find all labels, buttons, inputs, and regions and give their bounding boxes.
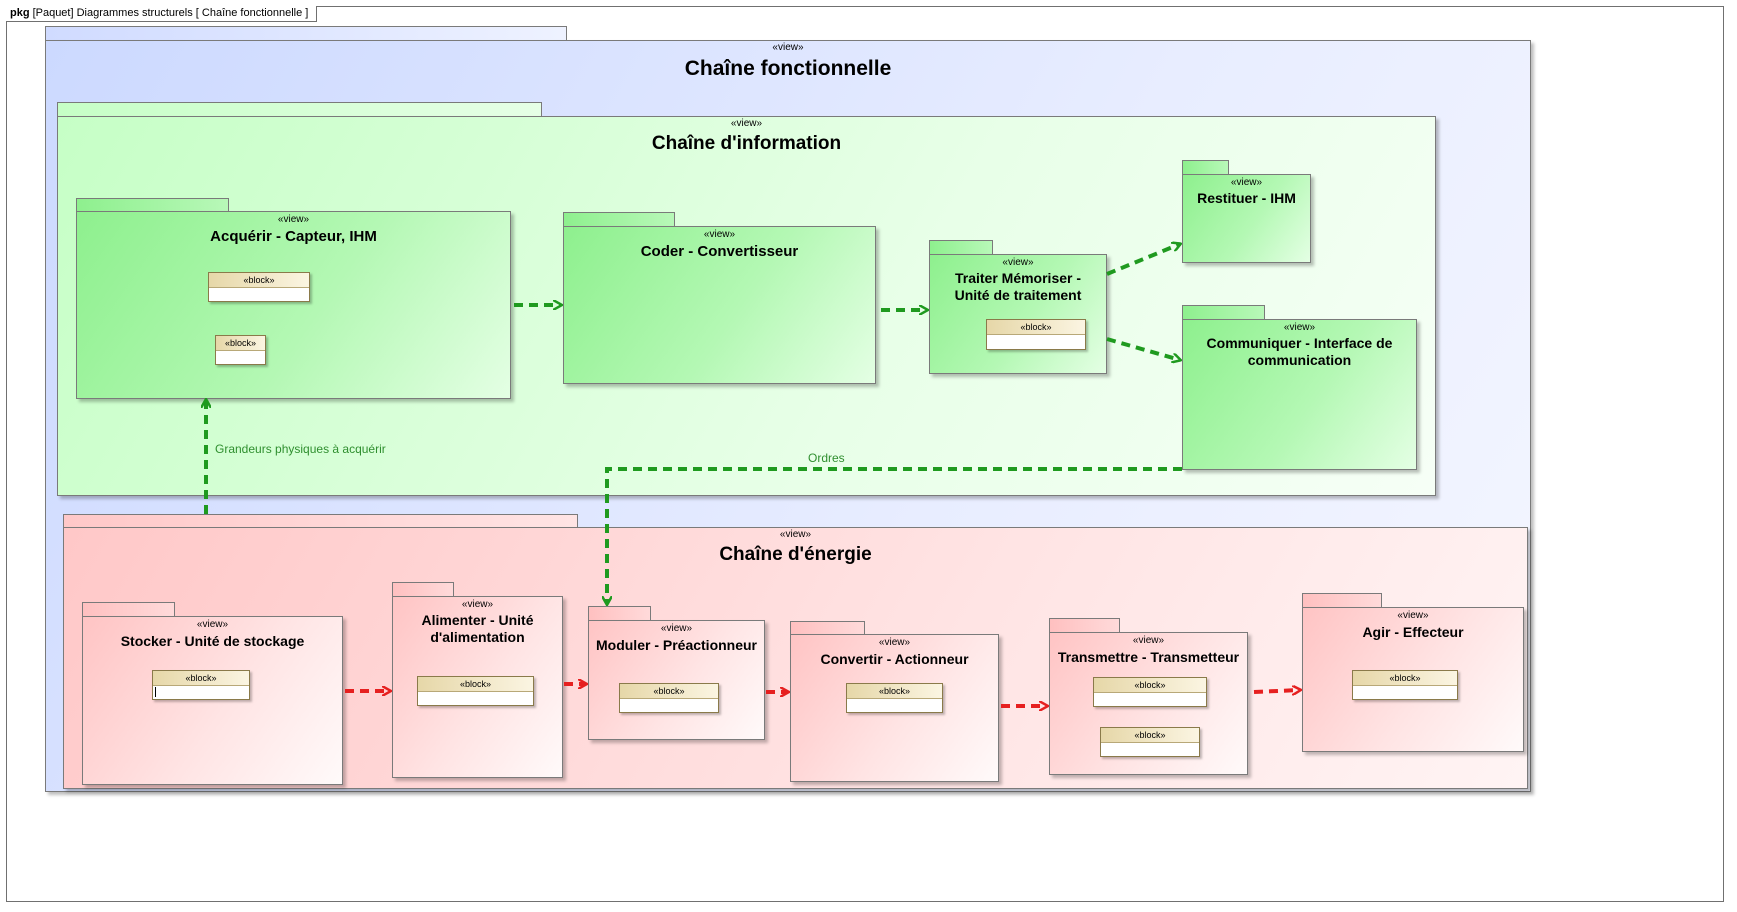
block-alimenter[interactable]: «block» bbox=[417, 676, 534, 706]
pkg-transmettre-tab bbox=[1049, 618, 1120, 632]
block-stereotype: «block» bbox=[1101, 728, 1199, 743]
stereotype-view: «view» bbox=[660, 623, 693, 634]
stereotype-view: «view» bbox=[461, 599, 494, 610]
block-agir[interactable]: «block» bbox=[1352, 670, 1458, 700]
label-ordres: Ordres bbox=[808, 451, 845, 465]
pkg-information-title: Chaîne d'information bbox=[651, 133, 842, 154]
block-stereotype: «block» bbox=[209, 273, 309, 288]
diagram-frame-header: pkg[Paquet] Diagrammes structurels [ Cha… bbox=[6, 6, 318, 22]
pkg-communiquer-title: Communiquer - Interface de communication bbox=[1206, 335, 1393, 368]
block-transmettre-1[interactable]: «block» bbox=[1093, 677, 1207, 707]
stereotype-view: «view» bbox=[730, 118, 763, 129]
pkg-coder-tab bbox=[563, 212, 675, 226]
pkg-communiquer-tab bbox=[1182, 305, 1265, 319]
block-acquerir-1[interactable]: «block» bbox=[208, 272, 310, 302]
block-acquerir-2[interactable]: «block» bbox=[215, 335, 266, 365]
stereotype-view: «view» bbox=[277, 214, 310, 225]
stereotype-view: «view» bbox=[1397, 610, 1429, 621]
pkg-coder-title: Coder - Convertisseur bbox=[640, 243, 799, 260]
pkg-restituer[interactable]: «view» Restituer - IHM bbox=[1182, 174, 1311, 263]
stereotype-view: «view» bbox=[779, 529, 812, 540]
link-traiter-communiquer bbox=[1106, 337, 1180, 360]
pkg-acquerir-tab bbox=[76, 198, 229, 212]
block-stereotype: «block» bbox=[987, 320, 1085, 335]
stereotype-view: «view» bbox=[703, 229, 736, 240]
link-transmettre-agir bbox=[1253, 690, 1300, 692]
label-grandeurs-physiques: Grandeurs physiques à acquérir bbox=[215, 442, 386, 456]
frame-keyword: pkg bbox=[10, 7, 30, 19]
block-stereotype: «block» bbox=[620, 684, 718, 699]
frame-title: [Paquet] Diagrammes structurels [ Chaîne… bbox=[32, 7, 309, 19]
pkg-moduler-tab bbox=[588, 606, 651, 620]
link-traiter-restituer bbox=[1106, 244, 1180, 276]
block-stereotype: «block» bbox=[153, 671, 249, 686]
pkg-stocker-title: Stocker - Unité de stockage bbox=[120, 633, 305, 649]
pkg-fonctionnelle-title: Chaîne fonctionnelle bbox=[684, 57, 892, 80]
block-convertir[interactable]: «block» bbox=[846, 683, 943, 713]
stereotype-view: «view» bbox=[1283, 322, 1316, 333]
stereotype-view: «view» bbox=[1132, 635, 1165, 646]
pkg-agir-tab bbox=[1302, 593, 1382, 607]
pkg-information-tab bbox=[57, 102, 542, 116]
pkg-coder[interactable]: «view» Coder - Convertisseur bbox=[563, 226, 876, 384]
block-moduler[interactable]: «block» bbox=[619, 683, 719, 713]
pkg-agir-title: Agir - Effecteur bbox=[1362, 624, 1464, 640]
pkg-energie-title: Chaîne d'énergie bbox=[719, 544, 872, 565]
block-stereotype: «block» bbox=[216, 336, 265, 351]
stereotype-view: «view» bbox=[196, 619, 229, 630]
stereotype-view: «view» bbox=[772, 42, 804, 53]
pkg-acquerir[interactable]: «view» Acquérir - Capteur, IHM bbox=[76, 211, 511, 399]
block-stereotype: «block» bbox=[847, 684, 942, 699]
block-stocker[interactable]: «block» bbox=[152, 670, 250, 700]
pkg-stocker[interactable]: «view» Stocker - Unité de stockage bbox=[82, 616, 343, 785]
pkg-moduler[interactable]: «view» Moduler - Préactionneur bbox=[588, 620, 765, 740]
pkg-convertir-title: Convertir - Actionneur bbox=[820, 651, 969, 667]
pkg-alimenter-tab bbox=[392, 582, 454, 596]
stereotype-view: «view» bbox=[1002, 257, 1034, 268]
pkg-traiter-title: Traiter Mémoriser - Unité de traitement bbox=[954, 270, 1082, 303]
pkg-moduler-title: Moduler - Préactionneur bbox=[595, 637, 758, 653]
pkg-fonctionnelle-tab bbox=[45, 26, 567, 40]
block-transmettre-2[interactable]: «block» bbox=[1100, 727, 1200, 757]
link-ordres bbox=[607, 467, 1182, 604]
stereotype-view: «view» bbox=[878, 637, 911, 648]
pkg-restituer-tab bbox=[1182, 160, 1229, 174]
block-stereotype: «block» bbox=[418, 677, 533, 692]
pkg-transmettre-title: Transmettre - Transmetteur bbox=[1057, 649, 1240, 665]
pkg-traiter[interactable]: «view» Traiter Mémoriser - Unité de trai… bbox=[929, 254, 1107, 374]
text-cursor bbox=[155, 687, 156, 697]
block-traiter[interactable]: «block» bbox=[986, 319, 1086, 350]
pkg-stocker-tab bbox=[82, 602, 175, 616]
pkg-convertir-tab bbox=[790, 621, 865, 635]
pkg-communiquer[interactable]: «view» Communiquer - Interface de commun… bbox=[1182, 319, 1417, 470]
pkg-restituer-title: Restituer - IHM bbox=[1197, 190, 1296, 206]
block-stereotype: «block» bbox=[1094, 678, 1206, 693]
stereotype-view: «view» bbox=[1230, 177, 1263, 188]
block-stereotype: «block» bbox=[1353, 671, 1457, 686]
pkg-acquerir-title: Acquérir - Capteur, IHM bbox=[210, 228, 377, 245]
pkg-traiter-tab bbox=[929, 240, 993, 254]
pkg-alimenter-title: Alimenter - Unité d'alimentation bbox=[421, 612, 534, 645]
pkg-energie-tab bbox=[63, 514, 578, 528]
